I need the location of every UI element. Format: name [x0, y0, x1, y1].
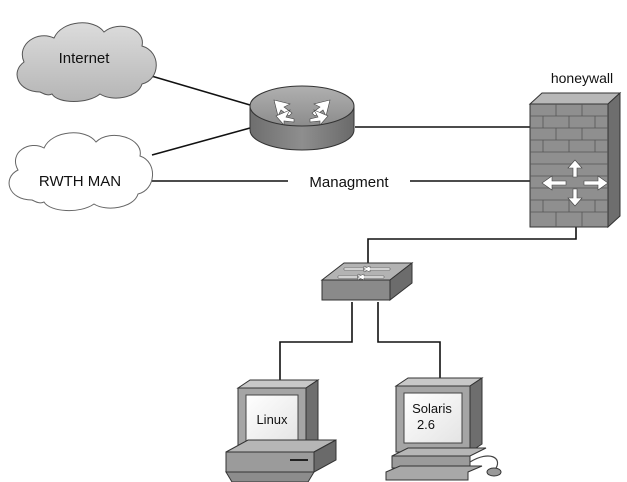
solaris-workstation-icon [385, 377, 502, 481]
solaris-label-line2: 2.6 [417, 417, 435, 432]
connections [147, 74, 577, 388]
link-switch-linux [279, 302, 353, 388]
link-rwth-router [151, 127, 251, 156]
solaris-label-line1: Solaris [412, 401, 452, 416]
linux-workstation-icon [225, 379, 337, 482]
honeywall-firewall-icon [528, 91, 622, 229]
internet-label: Internet [59, 50, 111, 67]
rwth-man-label: RWTH MAN [39, 173, 121, 190]
linux-label: Linux [256, 412, 288, 427]
link-switch-solaris [377, 302, 441, 384]
internet-cloud-icon [16, 22, 157, 102]
rwth-man-cloud-icon [8, 132, 153, 211]
honeywall-label: honeywall [551, 70, 613, 86]
link-honeywall-switch [367, 224, 577, 265]
management-link-label: Managment [309, 174, 389, 191]
switch-icon [320, 261, 414, 302]
link-internet-router [147, 74, 251, 106]
router-icon [249, 85, 355, 151]
